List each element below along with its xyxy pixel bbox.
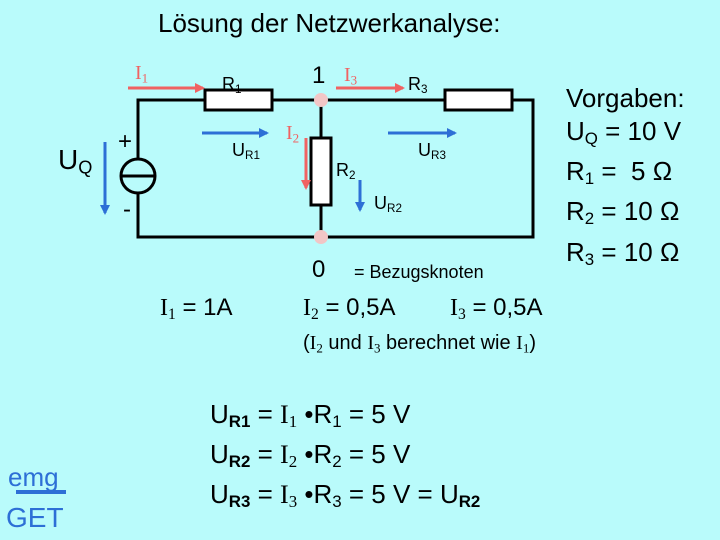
label-i1: I1 <box>135 62 149 86</box>
label-uq: UQ <box>58 144 93 178</box>
label-ur2: UR2 <box>374 193 402 215</box>
given-heading: Vorgaben: <box>566 83 685 113</box>
given-r3: R3 = 10 Ω <box>566 236 680 269</box>
resistor-r2 <box>309 136 333 207</box>
equation-ur1: UR1 = I1 •R1 = 5 V <box>210 399 411 432</box>
label-plus: + <box>118 128 133 155</box>
label-node-1: 1 <box>312 62 326 89</box>
given-uq: UQ = 10 V <box>566 116 682 149</box>
equations-block: UR1 = I1 •R1 = 5 V UR2 = I2 •R2 = 5 V UR… <box>210 398 480 519</box>
node-1-dot <box>314 93 328 107</box>
result-note: (I2 und I3 berechnet wie I1) <box>303 332 536 356</box>
resistor-r1 <box>203 88 274 112</box>
label-r3: R3 <box>408 74 428 96</box>
page-title: Lösung der Netzwerkanalyse: <box>158 8 501 38</box>
equation-ur2: UR2 = I2 •R2 = 5 V <box>210 439 411 472</box>
result-i3: I3 = 0,5A <box>450 294 543 323</box>
voltage-source <box>119 157 157 195</box>
label-ur3: UR3 <box>418 140 446 162</box>
node-0-dot <box>314 230 328 244</box>
given-r2: R2 = 10 Ω <box>566 196 680 229</box>
logo-get: GET <box>6 502 64 533</box>
label-r1: R1 <box>222 74 242 96</box>
given-r1: R1 = 5 Ω <box>566 156 673 189</box>
label-minus: - <box>123 196 131 223</box>
label-i2: I2 <box>286 122 300 146</box>
result-i2: I2 = 0,5A <box>303 294 396 323</box>
resistor-r3 <box>443 88 514 112</box>
result-i1: I1 = 1A <box>160 294 233 323</box>
label-i3: I3 <box>344 64 358 88</box>
logo-underline <box>16 490 66 494</box>
given-block: Vorgaben: UQ = 10 V R1 = 5 Ω R2 = 10 Ω R… <box>566 82 685 276</box>
logo-emg: emg <box>8 462 59 492</box>
equation-ur3: UR3 = I3 •R3 = 5 V = UR2 <box>210 479 481 512</box>
label-reference-node: = Bezugsknoten <box>354 262 484 282</box>
label-r2: R2 <box>336 160 356 182</box>
label-node-0: 0 <box>312 256 326 283</box>
label-ur1: UR1 <box>232 140 260 162</box>
